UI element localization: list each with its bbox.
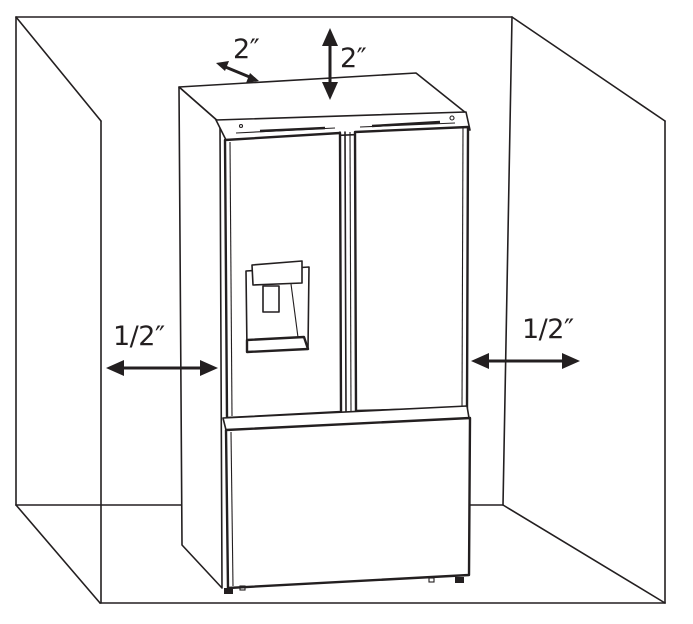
left-arrow: [106, 360, 218, 376]
right-clearance-label: 1/2″: [522, 314, 574, 345]
top-back-arrow: [216, 61, 259, 83]
top-clearance-label: 2″: [340, 43, 367, 74]
enclosure: [15, 16, 666, 604]
refrigerator: [178, 72, 472, 594]
feet: [224, 577, 464, 594]
left-clearance-label: 1/2″: [113, 321, 165, 352]
top-arrow: [322, 28, 338, 100]
dispenser: [245, 260, 310, 354]
top-back-clearance-label: 2″: [233, 34, 260, 65]
right-arrow: [471, 353, 580, 369]
